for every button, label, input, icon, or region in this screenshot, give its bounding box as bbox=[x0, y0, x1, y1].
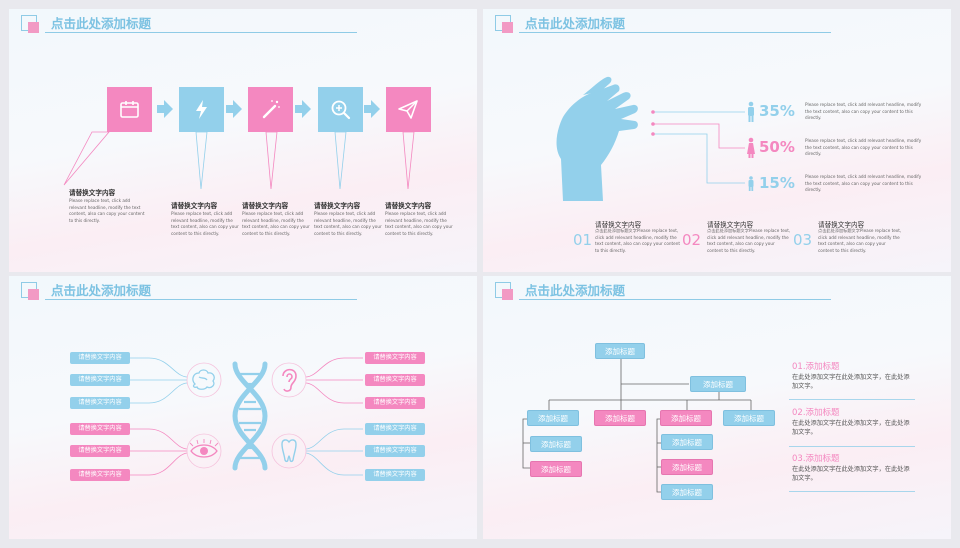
stat-text-1[interactable]: Please replace text, click add relevant … bbox=[805, 102, 922, 120]
org-leaf-c3[interactable]: 添加标题 bbox=[661, 484, 713, 500]
step-text-5[interactable]: Please replace text, click add relevant … bbox=[385, 211, 453, 236]
org-connectors bbox=[522, 358, 752, 493]
paper-plane-icon bbox=[398, 100, 418, 119]
item-title-1[interactable]: 请替换文字内容 bbox=[595, 221, 642, 229]
item-text-1[interactable]: 点击此处添加标题文字Please replace text, click add… bbox=[595, 228, 681, 253]
right-label-1[interactable]: 请替换文字内容 bbox=[365, 352, 425, 364]
item-number-3: 03 bbox=[793, 231, 813, 249]
right-label-5[interactable]: 请替换文字内容 bbox=[365, 445, 425, 457]
point-text-2[interactable]: 在此处添加文字在此处添加文字，在此处添加文字。 bbox=[792, 420, 910, 436]
step-box-1[interactable] bbox=[107, 87, 152, 132]
step-title-1[interactable]: 请替换文字内容 bbox=[69, 189, 116, 197]
step-box-2[interactable] bbox=[179, 87, 224, 132]
org-node-a[interactable]: 添加标题 bbox=[527, 410, 579, 426]
right-label-6[interactable]: 请替换文字内容 bbox=[365, 469, 425, 481]
item-text-3[interactable]: 点击此处添加标题文字Please replace text, click add… bbox=[818, 228, 902, 253]
right-label-3[interactable]: 请替换文字内容 bbox=[365, 397, 425, 409]
org-node-b[interactable]: 添加标题 bbox=[594, 410, 646, 426]
step-box-3[interactable] bbox=[248, 87, 293, 132]
right-label-2[interactable]: 请替换文字内容 bbox=[365, 374, 425, 386]
left-label-6[interactable]: 请替换文字内容 bbox=[70, 469, 130, 481]
step-title-4[interactable]: 请替换文字内容 bbox=[314, 202, 361, 210]
dna-diagram bbox=[130, 357, 363, 476]
title-underline bbox=[45, 32, 357, 33]
stat-text-2[interactable]: Please replace text, click add relevant … bbox=[805, 138, 922, 156]
org-leaf-a2[interactable]: 添加标题 bbox=[530, 461, 582, 477]
point-text-1[interactable]: 在此处添加文字在此处添加文字，在此处添加文字。 bbox=[792, 374, 910, 390]
title-square-fill bbox=[28, 22, 39, 33]
title-square-fill bbox=[28, 289, 39, 300]
flow-connectors bbox=[63, 100, 415, 190]
slide-dna-senses[interactable]: 点击此处添加标题 bbox=[9, 276, 477, 539]
tooth-icon bbox=[281, 439, 297, 463]
left-label-2[interactable]: 请替换文字内容 bbox=[70, 374, 130, 386]
item-title-2[interactable]: 请替换文字内容 bbox=[707, 221, 754, 229]
title-square-fill bbox=[502, 289, 513, 300]
ear-icon bbox=[282, 368, 297, 392]
left-label-1[interactable]: 请替换文字内容 bbox=[70, 352, 130, 364]
slide-title[interactable]: 点击此处添加标题 bbox=[51, 16, 152, 31]
title-bar: 点击此处添加标题 bbox=[483, 276, 951, 308]
woman-icon bbox=[747, 137, 755, 158]
slide-org-chart[interactable]: 点击此处添加标题 添加标题 添加标题 添加标题 添加标题 添加标题 添加标题 添… bbox=[483, 276, 951, 539]
org-leaf-c2[interactable]: 添加标题 bbox=[661, 459, 713, 475]
title-bar: 点击此处添加标题 bbox=[483, 9, 951, 41]
item-title-3[interactable]: 请替换文字内容 bbox=[818, 221, 865, 229]
title-bar: 点击此处添加标题 bbox=[9, 9, 477, 41]
org-node-d[interactable]: 添加标题 bbox=[723, 410, 775, 426]
slide-hand-stats[interactable]: 点击此处添加标题 bbox=[483, 9, 951, 272]
lightning-icon bbox=[196, 100, 207, 119]
stat-value-2[interactable]: 50% bbox=[759, 138, 795, 156]
person-icon bbox=[748, 101, 754, 122]
point-title-1[interactable]: 01.添加标题 bbox=[792, 362, 840, 372]
left-label-5[interactable]: 请替换文字内容 bbox=[70, 445, 130, 457]
title-underline bbox=[45, 299, 357, 300]
child-icon bbox=[748, 176, 754, 191]
point-divider-1 bbox=[789, 399, 915, 400]
step-text-4[interactable]: Please replace text, click add relevant … bbox=[314, 211, 382, 236]
step-title-5[interactable]: 请替换文字内容 bbox=[385, 202, 432, 210]
step-title-3[interactable]: 请替换文字内容 bbox=[242, 202, 289, 210]
point-divider-2 bbox=[789, 446, 915, 447]
item-text-2[interactable]: 点击此处添加标题文字Please replace text, click add… bbox=[707, 228, 791, 253]
step-text-2[interactable]: Please replace text, click add relevant … bbox=[171, 211, 239, 236]
eye-icon bbox=[189, 439, 219, 458]
point-title-3[interactable]: 03.添加标题 bbox=[792, 454, 840, 464]
point-text-3[interactable]: 在此处添加文字在此处添加文字，在此处添加文字。 bbox=[792, 466, 910, 482]
org-leaf-a1[interactable]: 添加标题 bbox=[530, 436, 582, 452]
hand-illustration bbox=[556, 76, 755, 201]
magic-wand-icon bbox=[262, 100, 280, 119]
stat-value-1[interactable]: 35% bbox=[759, 102, 795, 120]
dna-icon bbox=[232, 361, 268, 471]
title-underline bbox=[519, 299, 831, 300]
org-root[interactable]: 添加标题 bbox=[595, 343, 645, 359]
org-node-c[interactable]: 添加标题 bbox=[660, 410, 712, 426]
slide-title[interactable]: 点击此处添加标题 bbox=[525, 16, 626, 31]
slide-title[interactable]: 点击此处添加标题 bbox=[51, 283, 152, 298]
item-number-2: 02 bbox=[682, 231, 702, 249]
title-square-fill bbox=[502, 22, 513, 33]
step-text-3[interactable]: Please replace text, click add relevant … bbox=[242, 211, 310, 236]
step-box-4[interactable] bbox=[318, 87, 363, 132]
step-title-2[interactable]: 请替换文字内容 bbox=[171, 202, 218, 210]
title-bar: 点击此处添加标题 bbox=[9, 276, 477, 308]
title-underline bbox=[519, 32, 831, 33]
stat-text-3[interactable]: Please replace text, click add relevant … bbox=[805, 174, 922, 192]
item-number-1: 01 bbox=[573, 231, 593, 249]
stat-value-3[interactable]: 15% bbox=[759, 174, 795, 192]
calendar-icon bbox=[120, 101, 139, 118]
slide-title[interactable]: 点击此处添加标题 bbox=[525, 283, 626, 298]
slide-process-flow[interactable]: 点击此处添加标题 bbox=[9, 9, 477, 272]
point-divider-3 bbox=[789, 491, 915, 492]
left-label-3[interactable]: 请替换文字内容 bbox=[70, 397, 130, 409]
org-node-manager[interactable]: 添加标题 bbox=[690, 376, 746, 392]
step-box-5[interactable] bbox=[386, 87, 431, 132]
left-label-4[interactable]: 请替换文字内容 bbox=[70, 423, 130, 435]
point-title-2[interactable]: 02.添加标题 bbox=[792, 408, 840, 418]
org-leaf-c1[interactable]: 添加标题 bbox=[661, 434, 713, 450]
step-text-1[interactable]: Please replace text, click add relevant … bbox=[69, 198, 145, 223]
zoom-in-icon bbox=[331, 100, 351, 120]
brain-icon bbox=[192, 369, 215, 390]
right-label-4[interactable]: 请替换文字内容 bbox=[365, 423, 425, 435]
